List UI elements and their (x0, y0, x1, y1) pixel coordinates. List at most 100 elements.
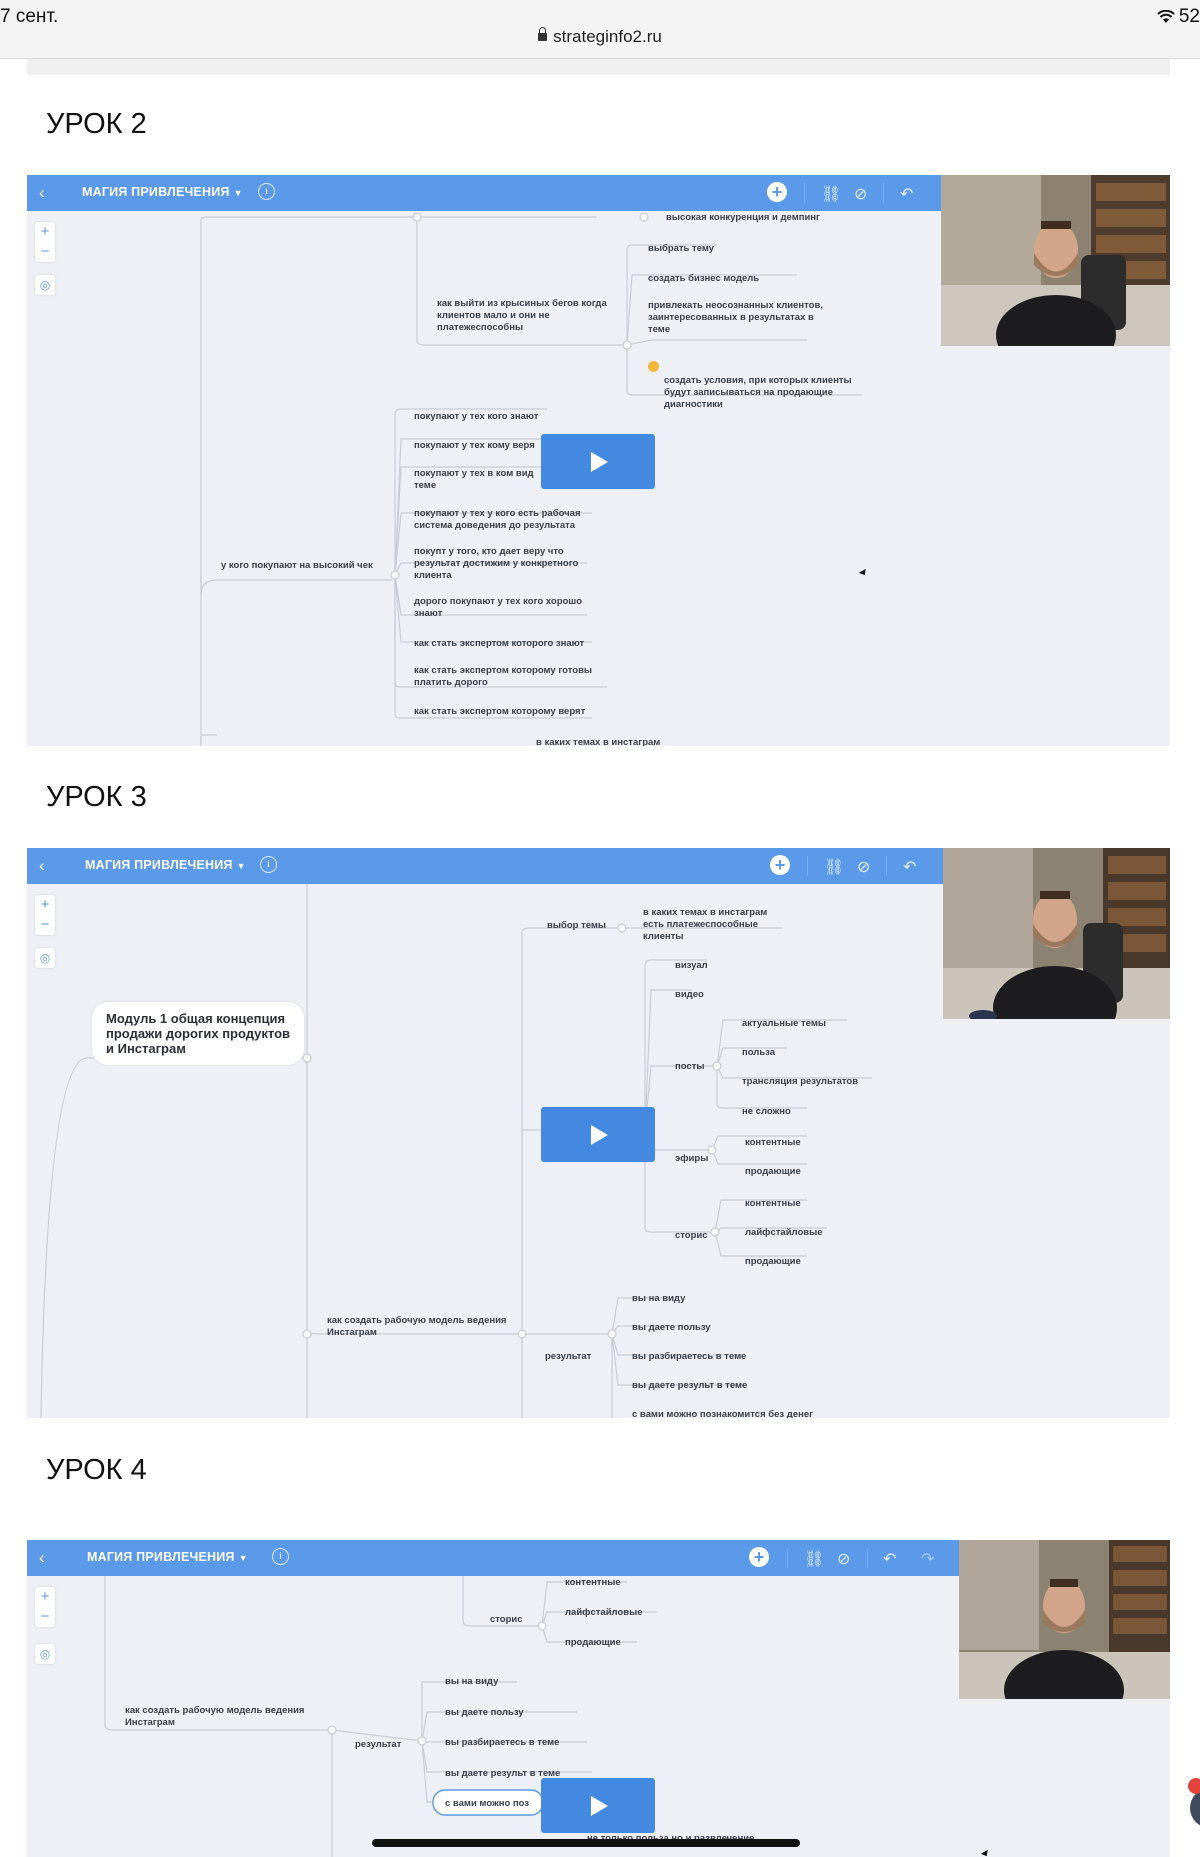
mindmap-node[interactable]: результат (545, 1351, 592, 1362)
back-button[interactable]: ‹ (39, 1548, 45, 1567)
mindmap-node[interactable]: контентные (565, 1577, 621, 1588)
mindmap-node[interactable]: контентные (745, 1137, 801, 1148)
zoom-out-button[interactable]: − (40, 243, 50, 260)
redo-icon[interactable]: ↷ (921, 1551, 935, 1568)
mindmap-node[interactable]: вы на виду (445, 1676, 499, 1687)
mindmap-node[interactable]: не только польза но и развлечение (587, 1833, 754, 1845)
undo-icon[interactable]: ↶ (883, 1551, 897, 1568)
mindmap-node[interactable]: посты (675, 1061, 705, 1072)
zoom-out-button[interactable]: − (40, 916, 50, 933)
info-icon[interactable]: i (260, 856, 277, 873)
mindmap-node[interactable]: как стать экспертом которого знают (414, 638, 585, 649)
back-button[interactable]: ‹ (39, 183, 45, 202)
mindmap-node[interactable]: видео (675, 989, 704, 1000)
mindmap-node[interactable]: трансляция результатов (742, 1076, 859, 1087)
mindmap-node[interactable]: у кого покупают на высокий чек (221, 560, 373, 571)
mindmap-node[interactable]: как стать экспертом которому готовы плат… (414, 665, 593, 688)
mindmap-node[interactable]: как создать рабочую модель ведения Инста… (125, 1705, 305, 1728)
zoom-out-button[interactable]: − (40, 1608, 50, 1625)
video-player-lesson-2[interactable]: высокая конкуренция и демпинг выбрать те… (27, 175, 1170, 746)
share-icon[interactable]: ⛓ (824, 859, 845, 876)
mindmap-node[interactable]: вы даете результ в теме (445, 1768, 561, 1779)
play-button[interactable] (541, 1778, 655, 1833)
mindmap-node[interactable]: контентные (745, 1198, 801, 1209)
mindmap-node[interactable]: с вами можно познакомится без денег (632, 1409, 814, 1418)
address-bar[interactable]: strateginfo2.ru (0, 27, 1200, 47)
mindmap-node[interactable]: вы даете пользу (632, 1322, 711, 1333)
mindmap-toolbar: ‹ МАГИЯ ПРИВЛЕЧЕНИЯ▼ i + ⛓ ⊘ ↶ (27, 848, 943, 884)
mindmap-node[interactable]: продающие (565, 1637, 621, 1648)
mindmap-connectors (104, 1540, 657, 1857)
mindmap-node[interactable]: покупают у тех кому веря (414, 440, 535, 451)
info-icon[interactable]: i (258, 183, 275, 200)
mindmap-node[interactable]: продающие (745, 1166, 801, 1177)
mindmap-title-dropdown[interactable]: МАГИЯ ПРИВЛЕЧЕНИЯ▼ (87, 1550, 248, 1564)
mindmap-node[interactable]: сторис (675, 1230, 708, 1241)
share-icon[interactable]: ⛓ (821, 186, 842, 203)
add-node-button[interactable]: + (767, 182, 787, 202)
zoom-in-button[interactable]: + (40, 223, 50, 240)
chat-widget-button[interactable] (1190, 1788, 1200, 1828)
mindmap-node[interactable]: в каких темах в инстаграм (536, 737, 661, 746)
undo-icon[interactable]: ↶ (900, 186, 914, 203)
mindmap-node[interactable]: результат (355, 1739, 402, 1750)
mindmap-module-node[interactable]: Модуль 1 общая концепция продажи дорогих… (92, 1002, 305, 1065)
undo-icon[interactable]: ↶ (903, 859, 917, 876)
cancel-icon[interactable]: ⊘ (857, 859, 871, 876)
mindmap-node[interactable]: лайфстайловые (745, 1227, 823, 1238)
cancel-icon[interactable]: ⊘ (837, 1551, 851, 1568)
mindmap-node[interactable]: привлекать неосознанных клиентов, заинте… (648, 300, 823, 335)
video-player-lesson-4[interactable]: контентные сторис лайфстайловые продающи… (27, 1540, 1170, 1857)
mindmap-toolbar: ‹ МАГИЯ ПРИВЛЕЧЕНИЯ▼ i + ⛓ ⊘ ↶ (27, 175, 942, 211)
recenter-button[interactable]: ◎ (35, 948, 55, 968)
video-player-lesson-3[interactable]: Модуль 1 общая концепция продажи дорогих… (27, 848, 1170, 1418)
mindmap-node[interactable]: выбрать тему (648, 243, 715, 254)
lesson-title: УРОК 2 (46, 108, 147, 140)
mindmap-node[interactable]: продающие (745, 1256, 801, 1267)
mindmap-node[interactable]: с вами можно поз (445, 1798, 530, 1809)
mindmap-node[interactable]: вы на виду (632, 1293, 686, 1304)
info-icon[interactable]: i (272, 1548, 289, 1565)
play-button[interactable] (541, 434, 655, 489)
recenter-button[interactable]: ◎ (35, 1644, 55, 1664)
mindmap-node[interactable]: визуал (675, 960, 708, 971)
mindmap-node[interactable]: как стать экспертом которому верят (414, 706, 586, 717)
add-node-button[interactable]: + (749, 1547, 769, 1567)
mindmap-toolbar: ‹ МАГИЯ ПРИВЛЕЧЕНИЯ▼ i + ⛓ ⊘ ↶ ↷ (27, 1540, 959, 1576)
mindmap-node[interactable]: высокая конкуренция и демпинг (666, 212, 820, 223)
lesson-title: УРОК 4 (46, 1454, 147, 1486)
mindmap-node[interactable]: вы разбираетесь в теме (632, 1351, 747, 1362)
mindmap-node[interactable]: сторис (490, 1614, 523, 1625)
mindmap-node[interactable]: актуальные темы (742, 1018, 826, 1029)
mindmap-node[interactable]: выбор темы (547, 920, 607, 931)
mindmap-node[interactable]: эфиры (675, 1153, 709, 1164)
mindmap-node[interactable]: покупают у тех кого знают (414, 411, 539, 422)
mindmap-node[interactable]: вы даете пользу (445, 1707, 524, 1718)
mindmap-node[interactable]: как создать рабочую модель ведения Инста… (327, 1315, 507, 1338)
mindmap-node[interactable]: создать бизнес модель (648, 273, 760, 284)
lesson-title: УРОК 3 (46, 781, 147, 813)
mindmap-node[interactable]: вы разбираетесь в теме (445, 1737, 560, 1748)
zoom-in-button[interactable]: + (40, 1588, 50, 1605)
mindmap-node[interactable]: покупт у того, кто дает веру что результ… (414, 546, 579, 581)
mindmap-node[interactable]: покупают у тех у кого есть рабочая систе… (414, 508, 581, 531)
share-icon[interactable]: ⛓ (804, 1551, 825, 1568)
mindmap-node[interactable]: не сложно (742, 1106, 791, 1117)
back-button[interactable]: ‹ (39, 856, 45, 875)
play-button[interactable] (541, 1107, 655, 1162)
add-node-button[interactable]: + (770, 855, 790, 875)
recenter-button[interactable]: ◎ (35, 275, 55, 295)
zoom-in-button[interactable]: + (40, 896, 50, 913)
mindmap-node[interactable]: вы даете результ в теме (632, 1380, 748, 1391)
cancel-icon[interactable]: ⊘ (854, 186, 868, 203)
url-text: strateginfo2.ru (553, 27, 662, 46)
mindmap-node[interactable]: покупают у тех в ком вид теме (414, 468, 534, 491)
mindmap-title-dropdown[interactable]: МАГИЯ ПРИВЛЕЧЕНИЯ▼ (85, 858, 246, 872)
mindmap-node[interactable]: дорого покупают у тех кого хорошо знают (414, 596, 583, 619)
mindmap-node[interactable]: в каких темах в инстаграм есть платежесп… (643, 907, 768, 942)
mindmap-title-dropdown[interactable]: МАГИЯ ПРИВЛЕЧЕНИЯ▼ (82, 185, 243, 199)
mindmap-node[interactable]: как выйти из крысиных бегов когда клиент… (437, 298, 607, 333)
mindmap-node[interactable]: создать условия, при которых клиенты буд… (648, 351, 852, 411)
mindmap-node[interactable]: лайфстайловые (565, 1607, 643, 1618)
mindmap-node[interactable]: польза (742, 1047, 776, 1058)
